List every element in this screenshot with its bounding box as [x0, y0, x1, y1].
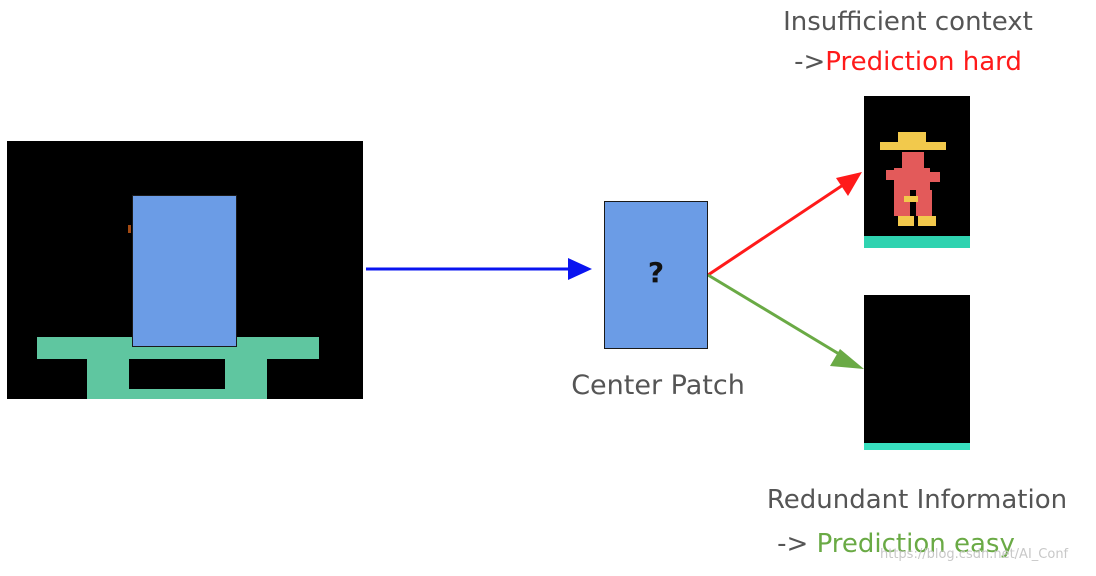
hard-outcome-prefix: -> — [794, 47, 826, 77]
platform-base-bar — [129, 389, 225, 399]
hard-arrow — [707, 181, 847, 277]
center-patch — [604, 201, 708, 349]
hard-outcome-result: Prediction hard — [825, 47, 1022, 77]
easy-outcome-result: Prediction easy — [816, 529, 1015, 559]
platform-top — [37, 337, 319, 359]
question-mark: ? — [647, 256, 665, 289]
easy-outcome-title: Redundant Information — [766, 485, 1068, 515]
hard-outcome-title: Insufficient context — [783, 7, 1033, 37]
easy-outcome-prefix: -> — [777, 529, 817, 559]
thumbnail-empty — [864, 295, 970, 450]
center-patch-label: Center Patch — [571, 370, 745, 401]
thumbnail-character — [864, 96, 970, 248]
ember-pixel — [128, 225, 131, 233]
hard-arrow-head — [836, 172, 862, 196]
pixel-character-icon — [864, 132, 970, 248]
input-arrow-head — [568, 258, 592, 280]
platform-leg-left — [87, 359, 129, 399]
easy-arrow-head — [830, 349, 864, 369]
game-frame-image — [7, 141, 363, 399]
easy-arrow — [707, 273, 850, 362]
masked-patch — [132, 195, 237, 347]
floor-strip — [864, 443, 970, 450]
platform-leg-right — [225, 359, 267, 399]
watermark: https://blog.csdn.net/AI_Conf — [880, 547, 1069, 562]
easy-outcome-line: -> Prediction easy — [746, 526, 1046, 562]
hard-outcome-line: ->Prediction hard — [740, 44, 1076, 80]
